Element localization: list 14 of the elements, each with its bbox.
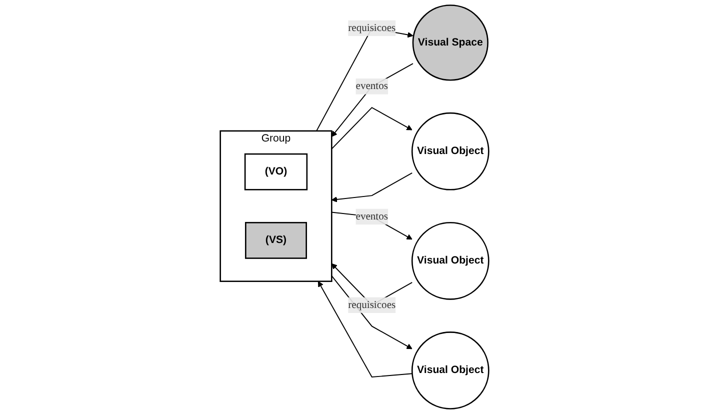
- arrow: [331, 63, 414, 137]
- edge-label: requisicoes: [348, 22, 396, 34]
- node-box: (VS): [245, 222, 307, 259]
- node-box: (VO): [244, 153, 308, 190]
- edge-label: eventos: [356, 210, 388, 222]
- node-circle: Visual Object: [411, 112, 490, 190]
- edge-label: requisicoes: [348, 299, 396, 310]
- node-circle: Visual Space: [412, 4, 488, 81]
- arrow: [318, 281, 413, 378]
- arrow: [331, 106, 412, 150]
- edge-label: eventos: [356, 80, 388, 92]
- arrow: [331, 172, 413, 202]
- node-circle: Visual Object: [411, 222, 490, 300]
- node-circle: Visual Object: [411, 332, 490, 410]
